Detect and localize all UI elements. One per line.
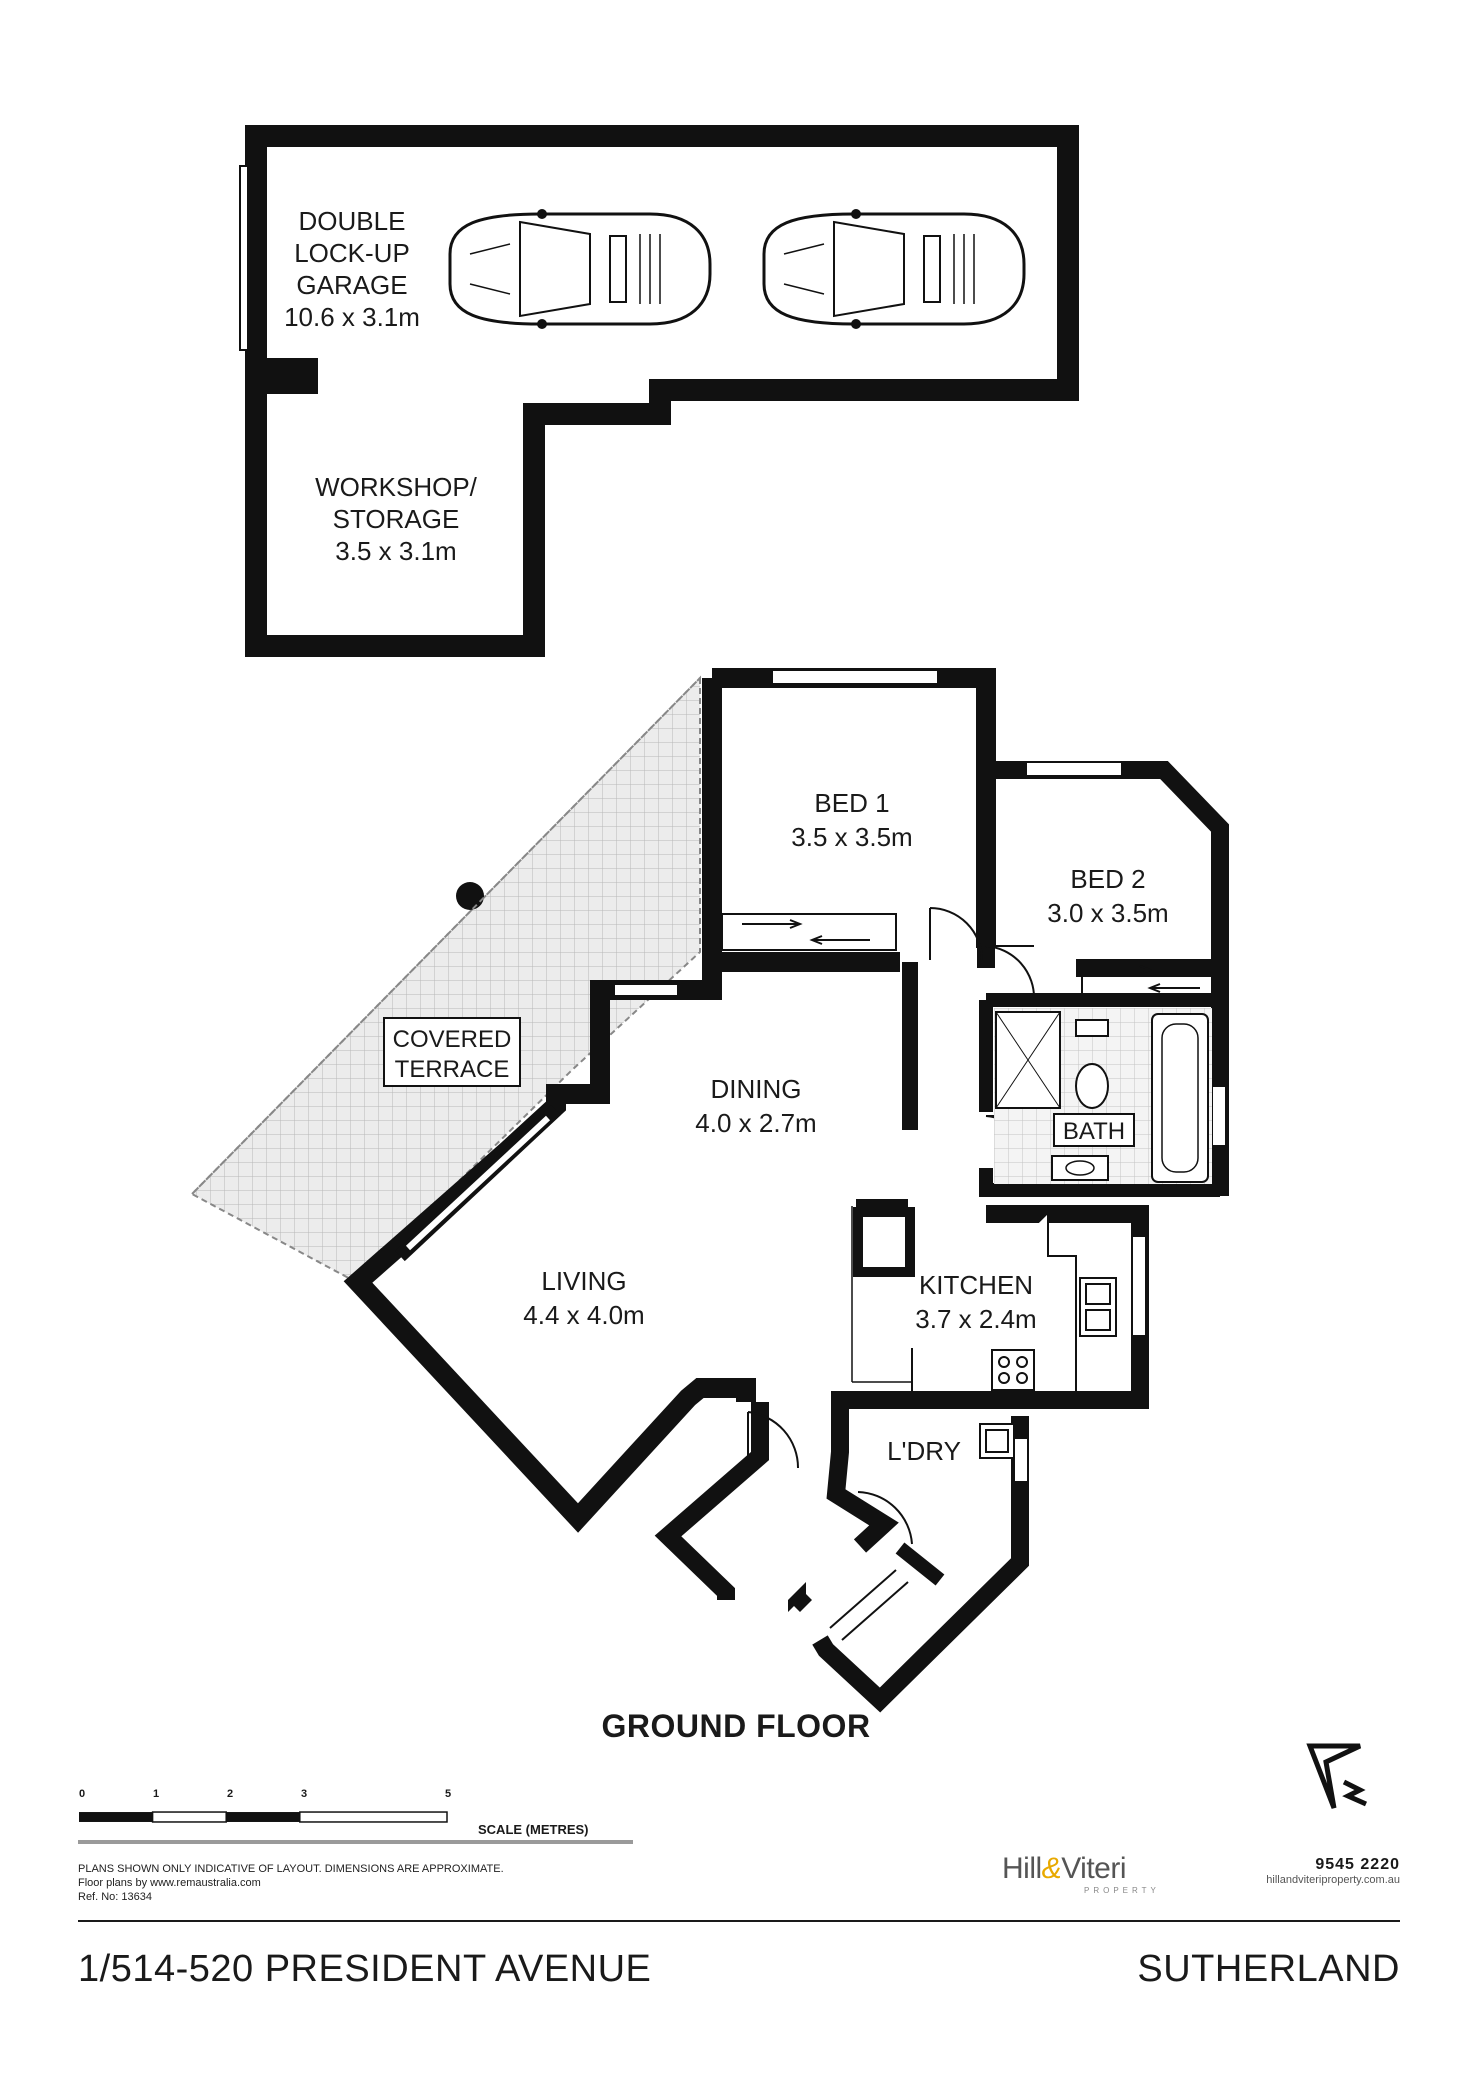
floor-plan: DOUBLE LOCK-UP GARAGE 10.6 x 3.1m WORKSH…: [190, 125, 1229, 1713]
logo-part1: Hill: [1002, 1852, 1042, 1885]
footer-divider: [78, 1920, 1400, 1922]
dining-name: DINING: [711, 1074, 802, 1104]
garage-dims: 10.6 x 3.1m: [284, 302, 420, 332]
scale-label: SCALE (METRES): [478, 1822, 589, 1837]
floor-title: GROUND FLOOR: [601, 1708, 871, 1744]
property-suburb: SUTHERLAND: [1137, 1948, 1400, 1990]
kitchen-fixtures: [851, 1206, 1117, 1393]
scale-underline: [78, 1840, 633, 1844]
kitchen-name: KITCHEN: [919, 1270, 1033, 1300]
disclaimer-line: Floor plans by www.remaustralia.com: [78, 1877, 261, 1889]
scale-tick: 0: [78, 1788, 86, 1800]
north-arrow-icon: [1306, 1743, 1368, 1809]
disclaimer-line: PLANS SHOWN ONLY INDICATIVE OF LAYOUT. D…: [78, 1863, 504, 1875]
disclaimer: PLANS SHOWN ONLY INDICATIVE OF LAYOUT. D…: [78, 1862, 504, 1904]
wardrobe-bed1: [721, 913, 897, 951]
logo-amp: &: [1041, 1852, 1062, 1885]
windows: [613, 669, 1227, 1483]
workshop-name-2: STORAGE: [333, 504, 460, 534]
scale-ticks: 0 1 2 3 5: [78, 1788, 478, 1808]
scale-tick: 3: [300, 1788, 308, 1800]
garage-name-1: DOUBLE: [299, 206, 406, 236]
property-address: 1/514-520 PRESIDENT AVENUE: [78, 1948, 652, 1990]
garage-walls: [239, 125, 1079, 657]
sliding-door-entry: [829, 1569, 909, 1641]
logo-sub: PROPERTY: [1084, 1886, 1160, 1895]
living-dims: 4.4 x 4.0m: [523, 1300, 644, 1330]
sliding-door-terrace: [395, 1104, 561, 1262]
contact-phone: 9545 2220: [1315, 1856, 1400, 1873]
bed2-dims: 3.0 x 3.5m: [1047, 898, 1168, 928]
scale-tick: 5: [444, 1788, 452, 1800]
workshop-name-1: WORKSHOP/: [315, 472, 478, 502]
bath-fixtures: [994, 1008, 1212, 1184]
garage-name-2: LOCK-UP: [294, 238, 410, 268]
terrace-name-2: TERRACE: [395, 1056, 510, 1083]
scale-bar: 0 1 2 3 5 SCALE (METRES): [78, 1788, 638, 1858]
bed2-name: BED 2: [1070, 864, 1145, 894]
contact-block: 9545 2220 hillandviteriproperty.com.au: [1266, 1856, 1400, 1886]
kitchen-dims: 3.7 x 2.4m: [915, 1304, 1036, 1334]
bath-name: BATH: [1063, 1118, 1125, 1145]
laundry-tub: [979, 1423, 1015, 1459]
disclaimer-line: Ref. No: 13634: [78, 1891, 152, 1903]
scale-tick: 1: [152, 1788, 160, 1800]
garage-name-3: GARAGE: [296, 270, 407, 300]
car-icon: [762, 209, 1026, 329]
entry-arrow-icon: [788, 1582, 812, 1612]
car-icon: [448, 209, 712, 329]
bed1-name: BED 1: [814, 788, 889, 818]
scale-graphic: [78, 1811, 448, 1823]
living-name: LIVING: [541, 1266, 626, 1296]
terrace-name-1: COVERED: [393, 1026, 512, 1053]
laundry-name: L'DRY: [887, 1436, 961, 1466]
unit-walls: [343, 668, 1229, 1713]
agency-logo: Hill&Viteri PROPERTY: [1002, 1852, 1182, 1902]
logo-part2: Viteri: [1061, 1852, 1126, 1885]
dining-dims: 4.0 x 2.7m: [695, 1108, 816, 1138]
wardrobe-bed2: [1081, 959, 1215, 1001]
contact-website: hillandviteriproperty.com.au: [1266, 1874, 1400, 1886]
scale-tick: 2: [226, 1788, 234, 1800]
logo-text: Hill&Viteri: [1002, 1852, 1126, 1885]
bed1-dims: 3.5 x 3.5m: [791, 822, 912, 852]
workshop-dims: 3.5 x 3.1m: [335, 536, 456, 566]
covered-terrace: [190, 675, 701, 1284]
